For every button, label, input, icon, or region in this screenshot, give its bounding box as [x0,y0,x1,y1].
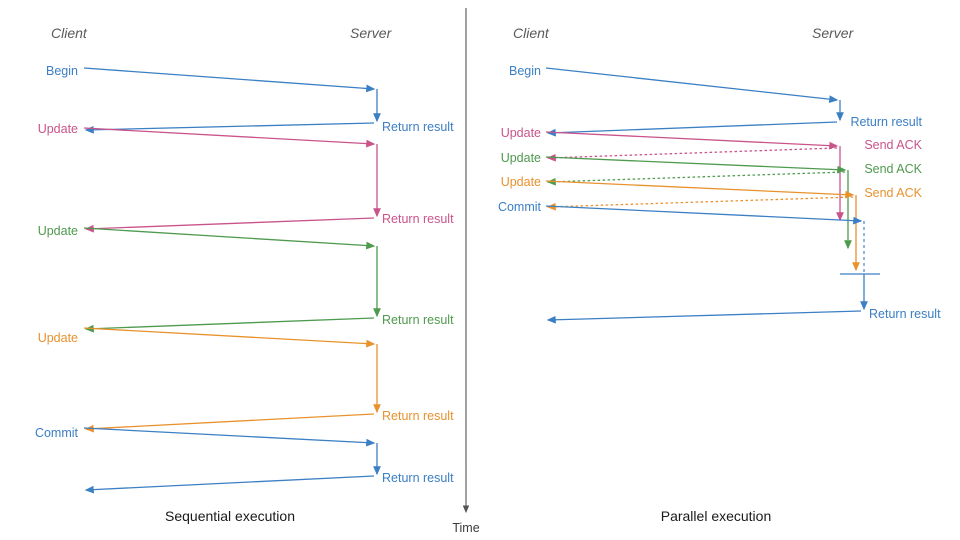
message-arrow-return-5 [84,475,375,494]
server-label-return-2: Return result [382,212,454,226]
actor-label-server: Server [350,25,393,41]
message-arrow-return-commit-parallel [546,310,862,324]
message-arrow-ack-2 [546,171,846,186]
actor-label-client-parallel: Client [513,25,550,41]
actor-label-server-parallel: Server [812,25,855,41]
message-arrow-return-1 [84,122,375,134]
message-arrow-return-begin-parallel [546,121,838,137]
message-arrow-update-1-parallel [545,131,839,150]
client-label-update-3: Update [38,331,78,345]
message-arrow-update-3-parallel [545,180,855,199]
message-arrow-update-2 [83,227,376,250]
message-arrow-commit [83,427,376,447]
message-arrow-update-1 [83,127,376,148]
panel-caption-parallel: Parallel execution [661,508,772,524]
server-label-return-4: Return result [382,409,454,423]
server-label-return-begin-parallel: Return result [850,115,922,129]
client-label-update-1: Update [38,122,78,136]
client-label-update-2: Update [38,224,78,238]
message-arrow-ack-1 [546,147,838,162]
panel-sequential: Client Server Begin Update Update Update… [35,25,454,524]
panel-parallel: Client Server Begin Update Update Update… [498,25,941,524]
message-arrow-commit-parallel [545,205,863,225]
message-arrow-update-3 [83,327,376,348]
server-label-ack-2: Send ACK [864,162,922,176]
client-label-update-1-parallel: Update [501,126,541,140]
message-arrow-return-3 [84,317,375,333]
message-arrow-begin-parallel [545,67,839,104]
server-label-return-3: Return result [382,313,454,327]
message-arrow-return-4 [84,413,375,433]
client-label-update-3-parallel: Update [501,175,541,189]
server-label-ack-1: Send ACK [864,138,922,152]
panel-caption-sequential: Sequential execution [165,508,295,524]
message-arrow-return-2 [84,217,375,233]
client-label-begin: Begin [46,64,78,78]
server-label-ack-3: Send ACK [864,186,922,200]
message-arrow-begin [83,67,376,93]
time-axis-label: Time [452,521,479,535]
client-label-begin-parallel: Begin [509,64,541,78]
server-label-return-commit-parallel: Return result [869,307,941,321]
client-label-commit-parallel: Commit [498,200,542,214]
server-label-return-1: Return result [382,120,454,134]
client-label-commit: Commit [35,426,79,440]
server-label-return-5: Return result [382,471,454,485]
message-arrow-update-2-parallel [545,156,847,174]
actor-label-client: Client [51,25,88,41]
message-arrow-ack-3 [546,196,854,211]
client-label-update-2-parallel: Update [501,151,541,165]
